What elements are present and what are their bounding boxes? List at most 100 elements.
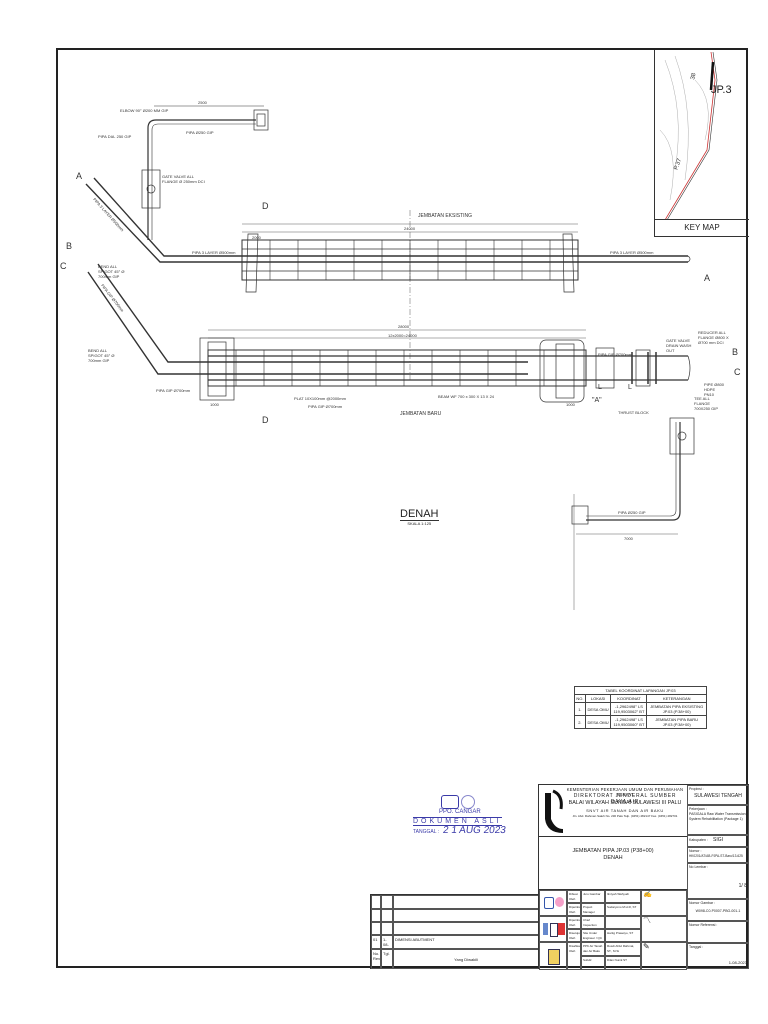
- rev-cell: [381, 922, 393, 935]
- title-block: KEMENTERIAN PEKERJAAN UMUM DAN PERUMAHAN…: [538, 784, 749, 970]
- rev-cell: [381, 895, 393, 909]
- sig-name: Hartig Prasetyo, ST: [605, 929, 641, 942]
- gate-valve-drain-label: GATE VALVE DRAIN WASH OUT: [666, 338, 692, 353]
- key-map-jp3-label: JP.3: [711, 84, 732, 96]
- wika-logo-icon: [544, 897, 554, 909]
- stamp-doc: DOKUMEN ASLI: [413, 817, 502, 826]
- coord-ls: -1,2962498° LS: [615, 717, 643, 722]
- drawing-subtitle: DENAH: [603, 855, 623, 861]
- pipe-3layer-right-label: PIPA 3 LAYER Ø500mm: [610, 250, 654, 255]
- plan-title: DENAH: [400, 508, 439, 521]
- rev-cell: [393, 895, 539, 909]
- drawing-no-label: Nomor Gambar :: [689, 901, 716, 905]
- col-no: NO.: [574, 694, 586, 703]
- dim-1000-right: 1000: [566, 402, 575, 407]
- consultant-logo-2-icon: [550, 923, 558, 937]
- org-header: KEMENTERIAN PEKERJAAN UMUM DAN PERUMAHAN…: [539, 785, 687, 837]
- date-label: Tanggal :: [689, 945, 704, 949]
- signature-grid: Dibuat Oleh Juru Gambar Ilmiyah Wahyudi …: [539, 889, 687, 970]
- rev-header-no: No. Rev: [371, 949, 381, 969]
- stamp-date-label: TANGGAL :: [413, 829, 440, 835]
- sig-title: Project Manager: [581, 903, 605, 916]
- rev-cell: [371, 909, 381, 922]
- rev-cell: [381, 909, 393, 922]
- work-cell: Pekerjaan : PASIGALA Raw Water Transmiss…: [687, 805, 749, 835]
- section-a-right: A: [704, 273, 711, 283]
- section-c-left: C: [60, 261, 67, 271]
- rev-cell: [371, 922, 381, 935]
- cell-lokasi: DESA OMU: [584, 702, 612, 716]
- rev-cell: [393, 909, 539, 922]
- drawing-title: JEMBATAN PIPA JP.03 (P38+00): [572, 848, 654, 854]
- sig-role: Diperiksa Oleh: [567, 903, 581, 916]
- rev-header-date: Tgl.: [381, 949, 393, 969]
- ket-line2: JP.03 (P.38+00): [662, 709, 691, 714]
- ministry-name: KEMENTERIAN PEKERJAAN UMUM DAN PERUMAHAN…: [566, 787, 684, 797]
- number-value: HK0201/AT/AB-PJPA-ST-Baru/13-625: [689, 854, 743, 858]
- sig-role: Dibuat Oleh: [567, 890, 581, 903]
- sig-title: Site Under Engineer / QC Team Leader: [581, 929, 605, 942]
- drawing-no-cell: Nomor Gambar : W098-C0-P0007-PBG-001-1: [687, 899, 749, 921]
- bend-spigot-top-label: BEND ALL SPIGOT 45° Ø 700mm GIP: [98, 264, 125, 279]
- balai-name: BALAI WILAYAH SUNGAI SULAWESI III PALU: [568, 800, 682, 806]
- signature-3: ✎: [641, 942, 687, 970]
- signature-1: ✍: [641, 890, 687, 916]
- pipe-3layer-left-label: PIPA 3 LAYER Ø500mm: [192, 250, 236, 255]
- reference-label: Nomor Referensi :: [689, 923, 718, 927]
- col-lokasi: LOKASI: [584, 694, 612, 703]
- consultant-logo-icon: [543, 923, 548, 935]
- stamp-logo-icon: [441, 795, 459, 809]
- pipe-hdpe-label: PIPE Ø800 HDPE PN10: [704, 382, 725, 397]
- reducer-label: REDUCER ALL FLANGE Ø800 X Ø700 mm DCI: [698, 330, 729, 345]
- section-d-bottom: D: [262, 415, 269, 425]
- dim-2500: 2500: [198, 100, 207, 105]
- coord-ls: -1,2962498° LS: [615, 704, 643, 709]
- partner-logo-icon: [555, 897, 564, 907]
- dim-28000: 28000: [398, 324, 410, 329]
- bend-spigot-bottom-label: BEND ALL SPIGOT 45° Ø 700mm GIP: [88, 348, 115, 363]
- coord-bt: 119,9503062° BT: [613, 709, 645, 714]
- drawing-title-area: JEMBATAN PIPA JP.03 (P38+00) DENAH: [539, 837, 687, 889]
- sig-role: Disahkan Oleh: [567, 942, 581, 970]
- org-address: Jln. Abd. Rahman Saleh No. 230 Palu Telp…: [572, 814, 678, 818]
- unit-name: SNVT AIR TANAH DAN AIR BAKU: [586, 808, 664, 813]
- pu-emblem-icon: [548, 949, 560, 965]
- consultant-logo-3-icon: [558, 923, 565, 935]
- revision-table: 01 1-08-23 DIMENSI ABUTMENT No. Rev Tgl.…: [370, 894, 539, 969]
- col-koordinat: KOORDINAT: [610, 694, 648, 703]
- dim-1000-left: 1000: [210, 402, 219, 407]
- work-value: PASIGALA Raw Water Transmission System R…: [689, 812, 746, 821]
- regency-cell: Kabupaten : SIGI: [687, 835, 749, 847]
- coord-bt: 119,9503060° BT: [613, 722, 645, 727]
- pu-logo-icon: [545, 789, 563, 833]
- drawing-no-value: W098-C0-P0007-PBG-001-1: [695, 909, 741, 913]
- cell-lokasi: DESA OMU: [584, 715, 612, 729]
- ket-line1: JEMBATAN PIPA EKSISTING: [650, 704, 704, 709]
- directorate-name: DIREKTORAT JENDERAL SUMBER DAYA AIR: [573, 793, 677, 805]
- elbow-label: ELBOW 90° Ø200 MM GIP: [120, 108, 169, 113]
- work-label: Pekerjaan :: [689, 807, 707, 811]
- gate-valve-label: GATE VALVE ALL FLANGE Ø 250mm DCI: [162, 174, 205, 184]
- rev-desc: DIMENSI ABUTMENT: [393, 935, 539, 949]
- pipe-250-gip-top-label: PIPA Ø250 GIP: [186, 130, 214, 135]
- plan-scale: SKALA 1:125: [407, 521, 432, 526]
- coordinate-table: TABEL KOORDINAT LAPANGAN JP.03 NO. LOKAS…: [574, 686, 707, 729]
- sig-name: Sudaryono M.H.R, ST: [605, 903, 641, 916]
- section-a-left: A: [76, 171, 83, 181]
- section-c-right: C: [734, 367, 741, 377]
- pipe-gip-700-bottom-label: PIPA GIP Ø700mm: [308, 404, 343, 409]
- reference-cell: Nomor Referensi :: [687, 921, 749, 943]
- dim-7000: 7000: [624, 536, 633, 541]
- key-map-drawing: [659, 51, 718, 220]
- section-d-top: D: [262, 201, 269, 211]
- sig-name: [605, 916, 641, 929]
- sig-role: Disetujui Oleh: [567, 929, 581, 942]
- key-map: JP.3 38 P.37 KEY MAP: [654, 50, 749, 237]
- consultant-logos: [539, 916, 567, 942]
- number-label: Nomor :: [689, 849, 702, 853]
- pupr-logos: [539, 890, 567, 916]
